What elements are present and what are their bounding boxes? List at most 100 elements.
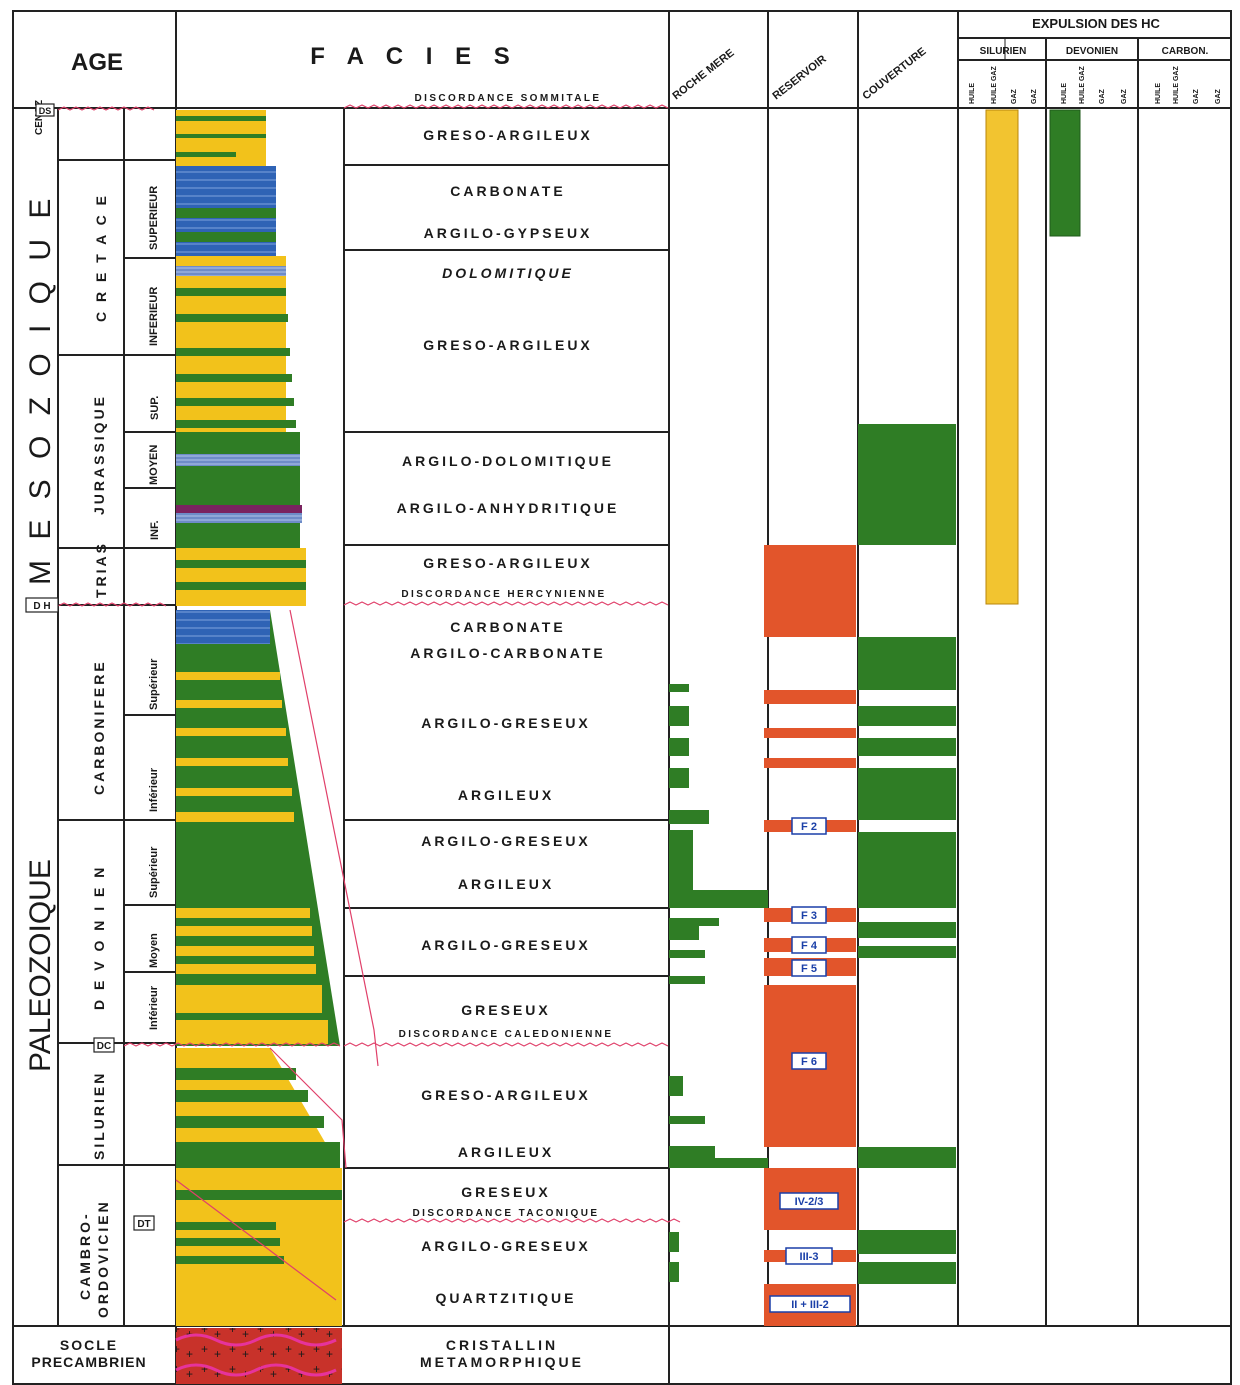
system-jurassique: JURASSIQUE	[91, 394, 107, 515]
header-couverture: COUVERTURE	[860, 45, 928, 102]
seal-bar	[858, 637, 956, 690]
seal-bar	[858, 424, 956, 545]
discordance-tags: DS D H DC DT	[25, 103, 155, 1231]
subdivision-devonien-sup: Supérieur	[148, 846, 160, 898]
litho-sand-band	[176, 758, 288, 766]
source-rock-bar	[669, 810, 709, 824]
litho-metamorphic-wave	[175, 1333, 337, 1347]
discordance-line-taconic	[343, 1218, 681, 1223]
source-rock-bar	[669, 684, 689, 692]
litho-dolomite-band	[176, 266, 286, 276]
litho-sand-band	[176, 672, 280, 680]
era-mesozoic: M E S O Z O I Q U E	[24, 193, 57, 585]
header-expulsion: EXPULSION DES HC	[1032, 16, 1160, 31]
era-cenozoic: CENOZ	[34, 100, 45, 135]
source-rock-bar	[669, 706, 689, 726]
litho-sand-band	[176, 812, 294, 822]
litho-shale-band	[176, 232, 276, 242]
litho-shale-band	[176, 1238, 280, 1246]
source-rock-bar	[669, 1116, 705, 1124]
litho-sand-band	[176, 908, 310, 918]
header-devonien: DEVONIEN	[1066, 46, 1118, 57]
reservoir-badge-box	[769, 1295, 851, 1313]
reservoir-badge-f6: F 6	[801, 1056, 817, 1068]
header-reservoir: RESERVOIR	[770, 53, 828, 102]
facies-label: ARGILO-GYPSEUX	[424, 225, 593, 241]
source-rock-bar	[669, 918, 719, 926]
litho-sand-band	[176, 926, 312, 936]
source-rock-bar	[669, 1146, 715, 1158]
litho-shale-band	[176, 1068, 296, 1080]
litho-sand-band	[176, 946, 314, 956]
era-socle: SOCLE	[60, 1337, 118, 1353]
litho-metamorphic-wave	[175, 1363, 337, 1377]
subdivision-jurassique-sup: SUP.	[149, 396, 161, 420]
facies-label: METAMORPHIQUE	[420, 1354, 584, 1370]
subdivision-carbonifere-sup: Supérieur	[148, 658, 160, 710]
subdivision-jurassique-inf: INF.	[149, 520, 161, 540]
reservoir-badge-ii: II + III-2	[791, 1299, 829, 1311]
source-rock-bar	[669, 768, 689, 788]
discordance-line-caledonian-left	[123, 1042, 341, 1047]
discordance-lines	[57, 104, 681, 1301]
reservoir-badges: F 2 F 3 F 4 F 5 F 6 IV-2/3 III-3 II + II…	[769, 817, 851, 1313]
era-precambrian: PRECAMBRIEN	[31, 1354, 146, 1370]
litho-shale-band	[176, 398, 294, 406]
header-huile: HUILE	[1061, 83, 1068, 104]
system-carbonifere: CARBONIFERE	[91, 659, 107, 795]
header-gaz: GAZ	[1215, 89, 1222, 105]
litho-dolomite-band	[176, 454, 300, 466]
reservoir-badge-box	[779, 1192, 839, 1210]
litho-shale-band	[176, 116, 266, 121]
reservoir-badge-f5: F 5	[801, 963, 817, 975]
system-cambro: CAMBRO-	[77, 1211, 93, 1300]
subdivision-devonien-inf: Inférieur	[148, 985, 160, 1030]
litho-sand-band	[176, 964, 316, 974]
lithology-column	[175, 110, 342, 1384]
litho-shale-band	[176, 582, 306, 590]
header-facies: F A C I E S	[310, 43, 518, 70]
facies-label: QUARTZITIQUE	[436, 1290, 577, 1306]
litho-dolomite-band	[176, 513, 302, 523]
reservoir-badge-iv: IV-2/3	[795, 1196, 824, 1208]
subdivision-cretace-inf: INFERIEUR	[148, 287, 160, 346]
discordance-line-taconic-diagonal	[175, 1179, 337, 1301]
facies-labels: DISCORDANCE SOMMITALE GRESO-ARGILEUX CAR…	[397, 93, 620, 1370]
litho-shale-band	[176, 1190, 342, 1200]
reservoir-bar	[764, 690, 856, 704]
facies-label: GRESEUX	[461, 1184, 550, 1200]
couverture-bars	[858, 424, 956, 1284]
header-huile-gaz: HUILE GAZ	[991, 66, 998, 104]
facies-label: ARGILEUX	[458, 787, 554, 803]
facies-label: GRESEUX	[461, 1002, 550, 1018]
header-gaz: GAZ	[1031, 89, 1038, 105]
facies-label: ARGILEUX	[458, 1144, 554, 1160]
reservoir-badge-f2: F 2	[801, 821, 817, 833]
era-paleozoic: PALEOZOIQUE	[24, 859, 57, 1072]
header-gaz: GAZ	[1099, 89, 1106, 105]
source-rock-bar	[669, 976, 705, 984]
tag-ds: DS	[39, 106, 52, 116]
facies-label: GRESO-ARGILEUX	[421, 1087, 591, 1103]
facies-label: CARBONATE	[450, 183, 565, 199]
reservoir-badge-f3: F 3	[801, 910, 817, 922]
header-gaz: GAZ	[1193, 89, 1200, 105]
litho-shale-band	[176, 374, 292, 382]
discordance-line-silurian-diagonal	[269, 1047, 347, 1169]
litho-shale-band	[176, 288, 286, 296]
seal-bar	[858, 706, 956, 726]
source-rock-bar	[669, 1076, 683, 1096]
seal-bar	[858, 1262, 956, 1284]
subdivision-carbonifere-inf: Inférieur	[148, 767, 160, 812]
facies-label: ARGILO-GRESEUX	[421, 937, 591, 953]
header-silurien: SILURIEN	[980, 46, 1027, 57]
litho-sand-band	[176, 728, 286, 736]
tag-dt: DT	[137, 1219, 150, 1230]
facies-label: ARGILO-ANHYDRITIQUE	[397, 500, 620, 516]
discordance-line-hercynian-left	[57, 602, 167, 607]
facies-label: ARGILO-CARBONATE	[410, 645, 606, 661]
litho-shale-band	[176, 152, 236, 157]
system-silurien: SILURIEN	[91, 1071, 107, 1160]
tag-dc: DC	[97, 1041, 111, 1052]
